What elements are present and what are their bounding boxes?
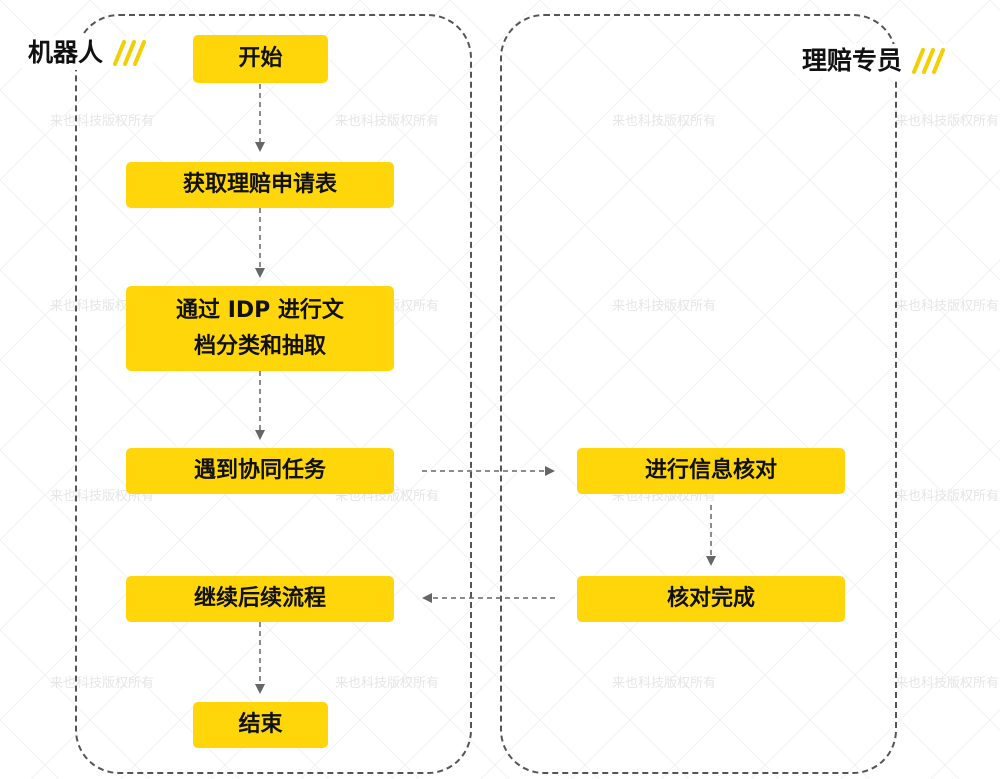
get-claim-form-node: 获取理赔申请表 [126,162,394,208]
watermark-text: 来也科技版权所有 [895,299,1000,314]
get-claim-form-node-label: 获取理赔申请表 [182,172,337,197]
watermark-text: 来也科技版权所有 [335,676,440,691]
watermark-text: 来也科技版权所有 [612,114,717,129]
robot-lane-title: 机器人 [22,36,154,70]
adjuster-lane-title: 理赔专员 [796,44,953,78]
info-verify-node-label: 进行信息核对 [644,458,777,483]
collab-task-node-label: 遇到协同任务 [193,458,326,483]
robot-swimlane [75,14,472,774]
robot-lane-title-text: 机器人 [28,38,104,67]
continue-process-node-label: 继续后续流程 [193,586,326,611]
end-node-label: 结束 [238,712,283,737]
verify-done-node-label: 核对完成 [666,586,755,611]
verify-done-node: 核对完成 [577,576,845,622]
collab-task-node: 遇到协同任务 [126,448,394,494]
adjuster-swimlane [500,14,897,774]
start-node: 开始 [193,35,328,83]
idp-node-label-line1: 通过 IDP 进行文 [176,297,344,323]
idp-node-label-line2: 档分类和抽取 [193,333,326,359]
watermark-text: 来也科技版权所有 [612,676,717,691]
idp-classify-extract-node: 通过 IDP 进行文 档分类和抽取 [126,286,394,371]
continue-process-node: 继续后续流程 [126,576,394,622]
watermark-text: 来也科技版权所有 [895,114,1000,129]
adjuster-lane-title-text: 理赔专员 [802,46,903,75]
watermark-text: 来也科技版权所有 [895,676,1000,691]
slash-stripes-icon [113,40,147,66]
info-verify-node: 进行信息核对 [577,448,845,494]
watermark-text: 来也科技版权所有 [335,114,440,129]
watermark-text: 来也科技版权所有 [895,489,1000,504]
start-node-label: 开始 [238,46,283,71]
watermark-text: 来也科技版权所有 [612,299,717,314]
end-node: 结束 [193,702,328,748]
slash-stripes-icon [912,48,946,74]
